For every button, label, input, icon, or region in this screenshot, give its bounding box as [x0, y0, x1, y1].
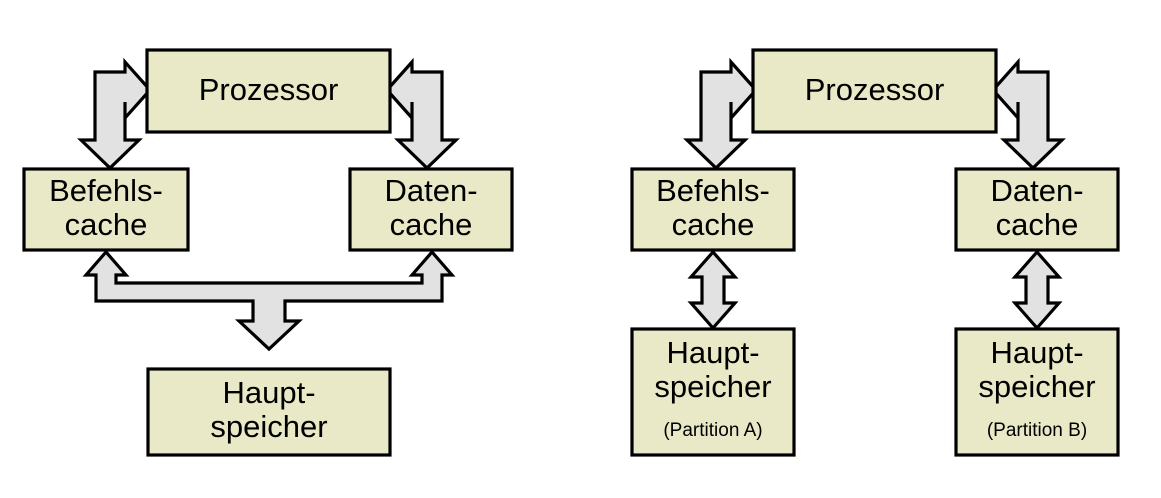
right-data-cache-node: Daten- cache	[954, 167, 1120, 252]
left-data-cache-label-line1: Daten-	[384, 173, 477, 208]
left-data-cache-node: Daten- cache	[348, 167, 514, 252]
left-instruction-cache-node: Befehls- cache	[22, 167, 190, 252]
arrow-instruction-cache-memory-a	[687, 249, 739, 331]
right-data-cache-label-line2: cache	[996, 207, 1079, 242]
right-instruction-cache-label-line1: Befehls-	[656, 173, 770, 208]
right-main-memory-a-partition-label: (Partition A)	[663, 420, 762, 441]
left-main-memory-node: Haupt- speicher	[146, 367, 392, 457]
right-data-cache-box	[954, 167, 1120, 252]
right-main-memory-b-node: Haupt- speicher (Partition B)	[954, 327, 1120, 457]
right-main-memory-b-label-line1: Haupt-	[990, 335, 1083, 370]
left-data-cache-label-line2: cache	[390, 207, 473, 242]
arrow-processor-instruction-cache-right	[683, 57, 759, 171]
left-diagram-group: Prozessor Befehls- cache Daten- cache Ha…	[22, 48, 514, 457]
right-data-cache-label-line1: Daten-	[990, 173, 1083, 208]
right-processor-label: Prozessor	[805, 72, 945, 107]
right-main-memory-b-partition-label: (Partition B)	[987, 420, 1087, 441]
arrow-data-cache-memory-b	[1011, 249, 1063, 331]
left-main-memory-box	[146, 367, 392, 457]
right-main-memory-a-label-line2: speicher	[654, 369, 771, 404]
right-main-memory-b-label-line2: speicher	[978, 369, 1095, 404]
left-instruction-cache-label-line2: cache	[65, 207, 148, 242]
left-processor-node: Prozessor	[145, 48, 392, 134]
right-instruction-cache-node: Befehls- cache	[630, 167, 796, 252]
right-instruction-cache-label-line2: cache	[672, 207, 755, 242]
arrow-processor-data-cache-left	[384, 57, 460, 171]
right-instruction-cache-box	[630, 167, 796, 252]
left-instruction-cache-box	[22, 167, 190, 252]
right-main-memory-a-label-line1: Haupt-	[666, 335, 759, 370]
right-main-memory-b-box	[954, 327, 1120, 457]
right-main-memory-a-node: Haupt- speicher (Partition A)	[630, 327, 796, 457]
left-main-memory-label-line2: speicher	[210, 409, 327, 444]
right-processor-box	[751, 48, 998, 134]
left-processor-box	[145, 48, 392, 134]
left-instruction-cache-label-line1: Befehls-	[49, 173, 163, 208]
arrow-processor-instruction-cache-left	[77, 57, 153, 171]
left-processor-label: Prozessor	[199, 72, 339, 107]
right-main-memory-a-box	[630, 327, 796, 457]
arrow-caches-main-memory-left	[82, 249, 456, 352]
left-data-cache-box	[348, 167, 514, 252]
left-main-memory-label-line1: Haupt-	[222, 375, 315, 410]
right-processor-node: Prozessor	[751, 48, 998, 134]
arrow-processor-data-cache-right	[990, 57, 1066, 171]
right-diagram-group: Prozessor Befehls- cache Daten- cache Ha…	[630, 48, 1120, 457]
